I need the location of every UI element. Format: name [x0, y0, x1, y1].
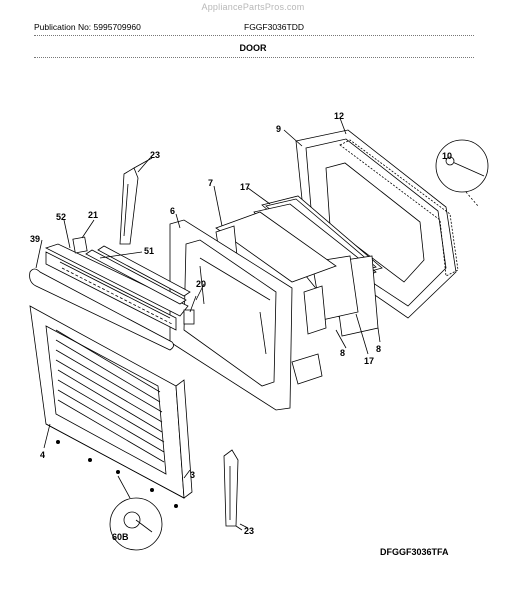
callout-8-lower: 8: [340, 348, 345, 358]
callout-12: 12: [334, 111, 344, 121]
callout-23-lower: 23: [244, 526, 254, 536]
bottom-screw-holes: [56, 440, 178, 508]
callout-7: 7: [208, 178, 213, 188]
callout-9: 9: [276, 124, 281, 134]
callout-17-lower: 17: [364, 356, 374, 366]
callout-4: 4: [40, 450, 45, 460]
bracket-part-20[interactable]: [183, 295, 197, 325]
section-rule: [34, 57, 474, 58]
door-top-trim[interactable]: [44, 243, 189, 331]
callout-23: 23: [150, 150, 160, 160]
callout-21: 21: [88, 210, 98, 220]
callout-10: 10: [442, 151, 452, 161]
callout-39: 39: [30, 234, 40, 244]
screw-part-60b[interactable]: [109, 475, 163, 551]
diagram-id: DFGGF3036TFA: [380, 547, 449, 557]
inner-door-frame[interactable]: [169, 219, 293, 411]
callout-51: 51: [144, 246, 154, 256]
outer-door[interactable]: [29, 305, 193, 499]
publication-number: Publication No: 5995709960: [34, 22, 141, 32]
callout-8: 8: [376, 344, 381, 354]
door-gasket[interactable]: [339, 139, 459, 277]
hinge-upper[interactable]: [119, 157, 153, 245]
callout-20: 20: [196, 279, 206, 289]
clip-part-21[interactable]: [72, 236, 88, 254]
watermark: AppliancePartsPros.com: [201, 2, 305, 12]
header-rule: [34, 35, 474, 36]
leader-lines: [35, 117, 381, 529]
hinge-lower[interactable]: [223, 449, 243, 531]
section-title: DOOR: [239, 43, 267, 53]
callout-17: 17: [240, 182, 250, 192]
door-handle[interactable]: [29, 268, 174, 351]
window-mesh: [55, 329, 165, 463]
callout-3: 3: [190, 470, 195, 480]
screw-part-10[interactable]: [435, 139, 489, 207]
model-number: FGGF3036TDD: [244, 22, 304, 32]
callout-52: 52: [56, 212, 66, 222]
callout-60b: 60B: [112, 532, 129, 542]
callout-6: 6: [170, 206, 175, 216]
spacer-bars[interactable]: [85, 245, 191, 305]
